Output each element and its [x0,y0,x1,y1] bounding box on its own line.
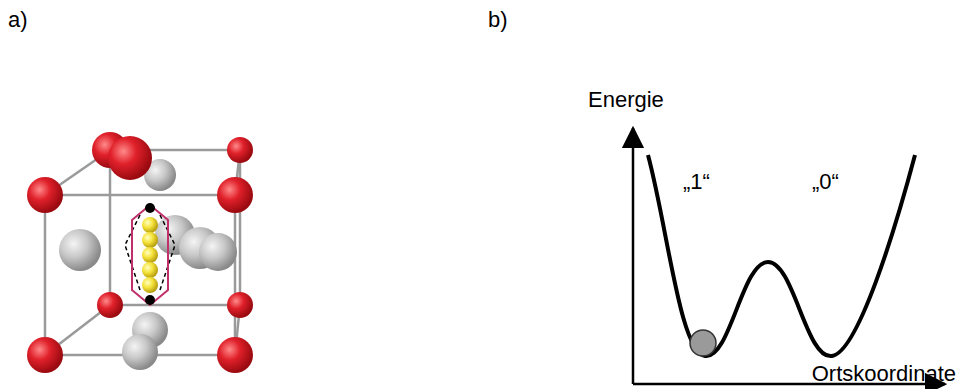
atoms-back [59,132,253,348]
double-well-curve [648,155,915,356]
panel-label: a) [8,8,28,32]
axis-label: Energie [588,88,664,112]
particle-ball [690,330,716,356]
panel-label: b) [488,8,508,32]
atoms-front [27,136,253,373]
crystal-cell [45,150,240,355]
central-ion [125,203,175,305]
axis-label: Ortskoordinate [812,362,956,386]
state-label: „1“ [683,170,710,194]
state-label: „0“ [812,170,839,194]
axes [633,128,945,384]
